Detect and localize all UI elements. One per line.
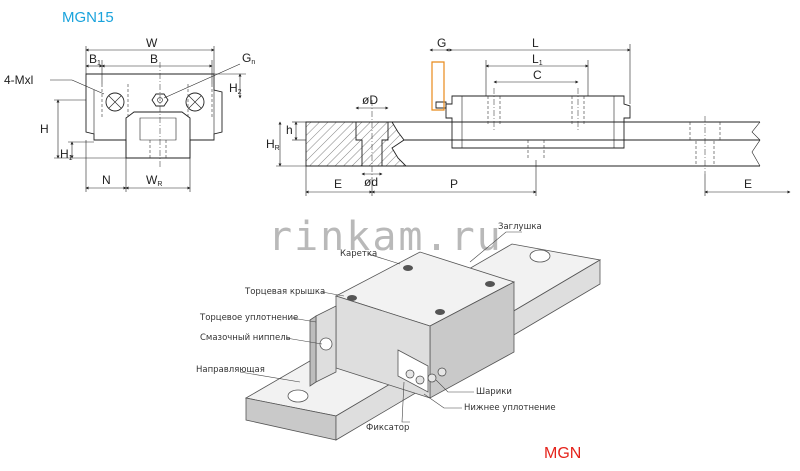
dim-4-Mxl: 4-Mxl: [4, 73, 33, 87]
label-end-cap: Торцевая крышка: [244, 287, 325, 297]
dim-G: G: [437, 36, 446, 50]
dim-d: ød: [364, 175, 378, 189]
dim-B1: B1: [89, 52, 101, 67]
iso-ball: [437, 367, 447, 377]
carriage-inner-lines: [93, 90, 215, 134]
ball-right: [185, 92, 205, 112]
iso-end-seal: [309, 315, 317, 387]
iso-grease-nipple: [319, 337, 333, 351]
watermark: rinkam.ru: [268, 214, 503, 260]
carriage-holes-hidden: [487, 96, 585, 124]
dim-H: H: [40, 122, 49, 136]
dim-N: N: [102, 173, 111, 187]
rail-break-right: [751, 121, 761, 167]
iso-ball: [405, 369, 415, 379]
dim-Gn: Gn: [242, 51, 255, 66]
rail-hole-hidden: [149, 140, 167, 158]
label-grease-nipple: Смазочный ниппель: [200, 333, 291, 343]
iso-rail-hole-far: [529, 249, 551, 263]
ball-left: [105, 92, 125, 112]
side-view: G L L1 C øD ød h HR E P: [266, 36, 791, 196]
label-rail: Направляющая: [196, 365, 265, 375]
rail-counterbore: [355, 122, 389, 166]
label-carriage: Каретка: [340, 249, 377, 259]
grease-nipple-side: [435, 101, 447, 109]
dim-H1: H1: [60, 147, 73, 162]
front-view: W B1 B Gn 4-Mxl H H1 H2 N WR: [4, 36, 255, 192]
label-bottom-seal: Нижнее уплотнение: [464, 403, 556, 413]
rail-outline: [125, 111, 191, 158]
tapped-holes-hidden: [101, 84, 213, 118]
model-title: MGN15: [62, 9, 114, 26]
dim-WR: WR: [146, 173, 162, 188]
grease-nipple-outline: [431, 61, 445, 111]
label-balls: Шарики: [476, 387, 512, 397]
iso-view: Заглушка Каретка Торцевая крышка Торцево…: [196, 222, 602, 441]
dim-E-right: E: [744, 177, 752, 191]
rail-section: [305, 121, 408, 167]
dim-P: P: [450, 177, 458, 191]
dim-D: øD: [362, 93, 378, 107]
label-end-cap-plug: Заглушка: [498, 222, 542, 232]
grease-hole: [151, 93, 169, 107]
dim-C: C: [533, 68, 542, 82]
dim-L: L: [532, 36, 539, 50]
series-label: MGN: [544, 445, 581, 462]
dim-L1: L1: [532, 52, 543, 67]
dim-B: B: [150, 52, 158, 66]
iso-rail-hole-near: [287, 389, 309, 403]
dim-h: h: [286, 123, 293, 137]
iso-ball: [427, 373, 437, 383]
carriage-lower-hole: [527, 140, 545, 160]
rail-body: [392, 121, 760, 167]
dim-W: W: [146, 36, 158, 50]
dim-E-left: E: [334, 177, 342, 191]
label-end-seal: Торцевое уплотнение: [199, 313, 298, 323]
dim-HR: HR: [266, 137, 280, 152]
rail-hole-right: [689, 122, 721, 166]
dim-H2: H2: [229, 81, 242, 96]
rail-bolt-pocket: [139, 117, 177, 141]
iso-ball: [415, 375, 425, 385]
label-retainer: Фиксатор: [366, 423, 409, 433]
carriage-outline: [85, 73, 223, 159]
